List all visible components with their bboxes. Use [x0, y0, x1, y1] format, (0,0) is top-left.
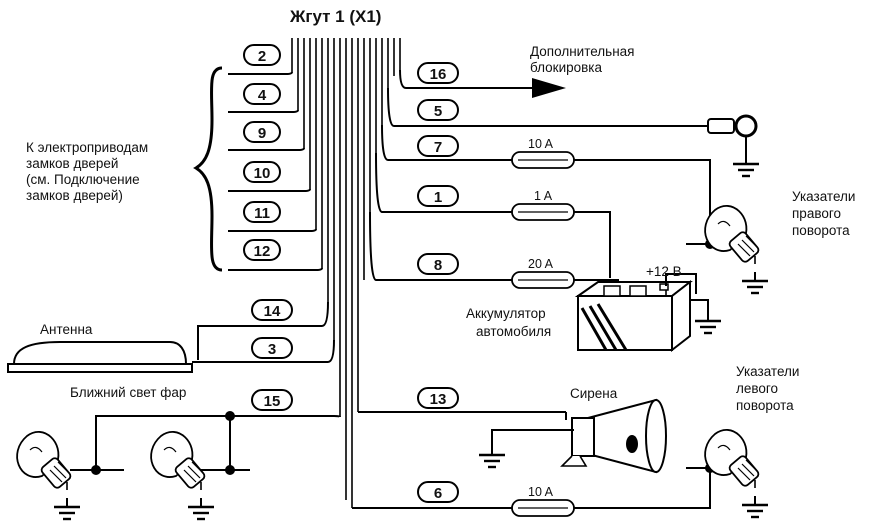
- pin-15: 15: [251, 389, 293, 411]
- svg-text:13: 13: [430, 391, 447, 408]
- svg-text:блокировка: блокировка: [530, 60, 603, 75]
- door-lock-wires: [228, 71, 323, 271]
- pin-2: 2: [243, 44, 281, 66]
- pin-13: 13: [417, 387, 459, 409]
- right-turn-label: Указатели правого поворота: [792, 189, 855, 238]
- wire-7: [381, 124, 514, 161]
- pin-8: 8: [417, 253, 459, 275]
- svg-text:правого: правого: [792, 206, 841, 221]
- plus12-label: +12 В: [646, 264, 682, 279]
- siren: [560, 398, 667, 474]
- svg-text:15: 15: [264, 393, 281, 410]
- pin-7: 7: [417, 135, 459, 157]
- left-turn-bulb: [704, 428, 770, 519]
- svg-text:2: 2: [258, 48, 266, 65]
- svg-text:1: 1: [434, 189, 442, 206]
- svg-text:Дополнительная: Дополнительная: [530, 44, 634, 59]
- svg-text:4: 4: [258, 87, 267, 104]
- pin-1: 1: [417, 185, 459, 207]
- battery: [574, 279, 693, 353]
- wire-8: [369, 211, 514, 281]
- svg-text:Указатели: Указатели: [736, 364, 799, 379]
- svg-text:10: 10: [254, 165, 271, 182]
- pin-16: 16: [417, 62, 459, 84]
- svg-text:14: 14: [264, 303, 281, 320]
- left-turn-label: Указатели левого поворота: [736, 364, 799, 413]
- pin-14: 14: [251, 299, 293, 321]
- harness-bundle: [291, 38, 401, 508]
- low-beam-bulb-left: [16, 430, 82, 521]
- fuse-7: 10 A: [528, 137, 554, 151]
- extra-block-label: Дополнительная блокировка: [530, 44, 634, 75]
- fuse-8: 20 A: [528, 257, 554, 271]
- antenna: Антенна: [7, 322, 193, 373]
- svg-text:поворота: поворота: [736, 398, 794, 413]
- door-locks-label: К электроприводам замков дверей (см. Под…: [26, 140, 148, 203]
- wire-16: [399, 69, 540, 89]
- svg-text:8: 8: [434, 257, 442, 274]
- wire-5: [387, 87, 710, 127]
- battery-label: Аккумулятор автомобиля: [466, 306, 551, 339]
- svg-text:7: 7: [434, 139, 442, 156]
- svg-text:левого: левого: [736, 381, 778, 396]
- pin-4: 4: [243, 83, 281, 105]
- antenna-label: Антенна: [40, 322, 93, 337]
- svg-text:11: 11: [254, 205, 270, 222]
- wire-1: [375, 152, 514, 213]
- svg-text:Указатели: Указатели: [792, 189, 855, 204]
- siren-label: Сирена: [570, 386, 618, 401]
- svg-text:12: 12: [254, 243, 271, 260]
- pin-10: 10: [243, 161, 281, 183]
- wire-15: [95, 415, 341, 470]
- low-beam-bulb-right: [150, 430, 216, 521]
- pin-6: 6: [417, 481, 459, 503]
- wire-14: [197, 301, 329, 360]
- fuse-1: 1 A: [534, 189, 553, 203]
- svg-text:замков дверей): замков дверей): [26, 188, 123, 203]
- svg-text:(см. Подключение: (см. Подключение: [26, 172, 140, 187]
- svg-text:6: 6: [434, 485, 442, 502]
- svg-text:16: 16: [430, 66, 447, 83]
- svg-text:3: 3: [268, 341, 276, 358]
- pin-11: 11: [243, 201, 281, 223]
- harness-title: Жгут 1 (X1): [289, 7, 381, 26]
- svg-text:замков дверей: замков дверей: [26, 156, 118, 171]
- svg-text:Аккумулятор: Аккумулятор: [466, 306, 546, 321]
- fuse-6: 10 A: [528, 485, 554, 499]
- svg-text:5: 5: [434, 103, 442, 120]
- low-beam-label: Ближний свет фар: [70, 385, 186, 400]
- svg-text:9: 9: [258, 125, 266, 142]
- svg-text:К электроприводам: К электроприводам: [26, 140, 148, 155]
- door-lock-brace: [193, 66, 223, 272]
- wire-3: [192, 339, 335, 363]
- pin-12: 12: [243, 239, 281, 261]
- svg-text:автомобиля: автомобиля: [476, 324, 551, 339]
- right-turn-bulb: [704, 204, 770, 295]
- pin-9: 9: [243, 121, 281, 143]
- pin-5: 5: [417, 99, 459, 121]
- svg-text:поворота: поворота: [792, 223, 850, 238]
- pin-3: 3: [251, 337, 293, 359]
